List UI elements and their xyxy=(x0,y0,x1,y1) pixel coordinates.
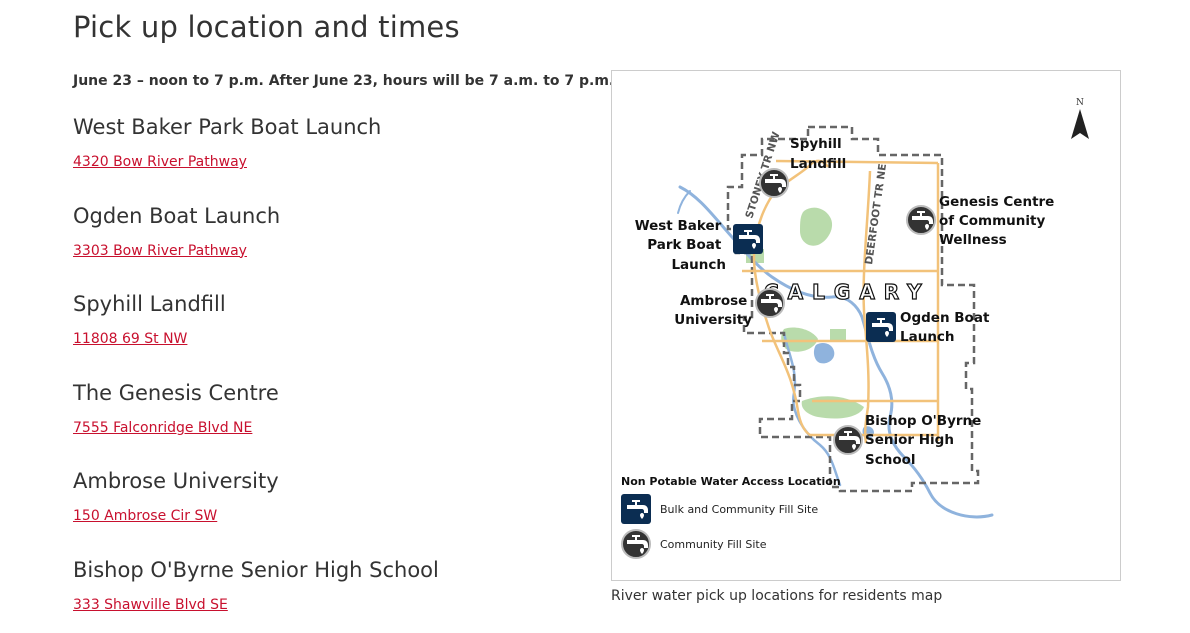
location-name: Bishop O'Byrne Senior High School xyxy=(73,557,439,582)
genesis-marker[interactable] xyxy=(906,205,936,235)
west-baker-marker[interactable] xyxy=(733,224,763,254)
north-label: N xyxy=(1076,98,1084,108)
location-item: West Baker Park Boat Launch 4320 Bow Riv… xyxy=(73,113,593,202)
page-title: Pick up location and times xyxy=(73,10,460,44)
city-boundary xyxy=(726,125,980,493)
map-legend: Non Potable Water Access Location Bulk a… xyxy=(621,475,841,559)
locations-map: STONEY TR NW DEERFOOT TR NE CALGARY N xyxy=(611,70,1121,581)
label-ogden: Ogden Boat Launch xyxy=(900,310,994,345)
location-address-link[interactable]: 7555 Falconridge Blvd NE xyxy=(73,419,253,436)
location-address-link[interactable]: 11808 69 St NW xyxy=(73,331,188,348)
legend-bulk-icon xyxy=(621,494,651,524)
legend-title: Non Potable Water Access Location xyxy=(621,475,841,488)
north-arrow-icon: N xyxy=(1071,98,1089,139)
ogden-marker[interactable] xyxy=(866,312,896,342)
legend-bulk-label: Bulk and Community Fill Site xyxy=(660,503,818,516)
location-address-link[interactable]: 4320 Bow River Pathway xyxy=(73,154,247,170)
map-canvas: STONEY TR NW DEERFOOT TR NE CALGARY N xyxy=(621,98,1089,559)
spyhill-marker[interactable] xyxy=(759,168,789,198)
location-item: Ogden Boat Launch 3303 Bow River Pathway xyxy=(73,202,593,291)
label-genesis: Genesis Centre of Community Wellness xyxy=(939,194,1059,248)
location-name: Spyhill Landfill xyxy=(73,292,226,317)
location-name: The Genesis Centre xyxy=(73,380,279,405)
location-item: Bishop O'Byrne Senior High School 333 Sh… xyxy=(73,556,593,633)
location-address-link[interactable]: 333 Shawville Blvd SE xyxy=(73,596,228,613)
reservoir xyxy=(813,343,835,364)
label-ambrose: Ambrose University xyxy=(674,293,752,328)
location-list: West Baker Park Boat Launch 4320 Bow Riv… xyxy=(73,113,593,633)
location-item: Ambrose University 150 Ambrose Cir SW xyxy=(73,467,593,556)
bishop-marker[interactable] xyxy=(833,425,863,455)
label-west-baker: West Baker Park Boat Launch xyxy=(635,218,726,273)
city-label: CALGARY xyxy=(764,280,931,304)
location-address-link[interactable]: 3303 Bow River Pathway xyxy=(73,242,247,259)
location-address-link[interactable]: 150 Ambrose Cir SW xyxy=(73,508,218,525)
location-name: Ambrose University xyxy=(73,469,279,494)
legend-community-label: Community Fill Site xyxy=(660,538,767,551)
location-name: Ogden Boat Launch xyxy=(73,203,281,228)
hours-note: June 23 – noon to 7 p.m. After June 23, … xyxy=(73,73,615,89)
legend-community-icon xyxy=(621,529,651,559)
location-item: The Genesis Centre 7555 Falconridge Blvd… xyxy=(73,379,593,468)
label-bishop: Bishop O'Byrne Senior High School xyxy=(865,413,986,468)
location-name: West Baker Park Boat Launch xyxy=(73,115,382,139)
map-caption: River water pick up locations for reside… xyxy=(611,588,943,604)
label-spyhill: Spyhill Landfill xyxy=(790,136,846,172)
ambrose-marker[interactable] xyxy=(755,288,785,318)
location-item: Spyhill Landfill 11808 69 St NW xyxy=(73,290,593,379)
